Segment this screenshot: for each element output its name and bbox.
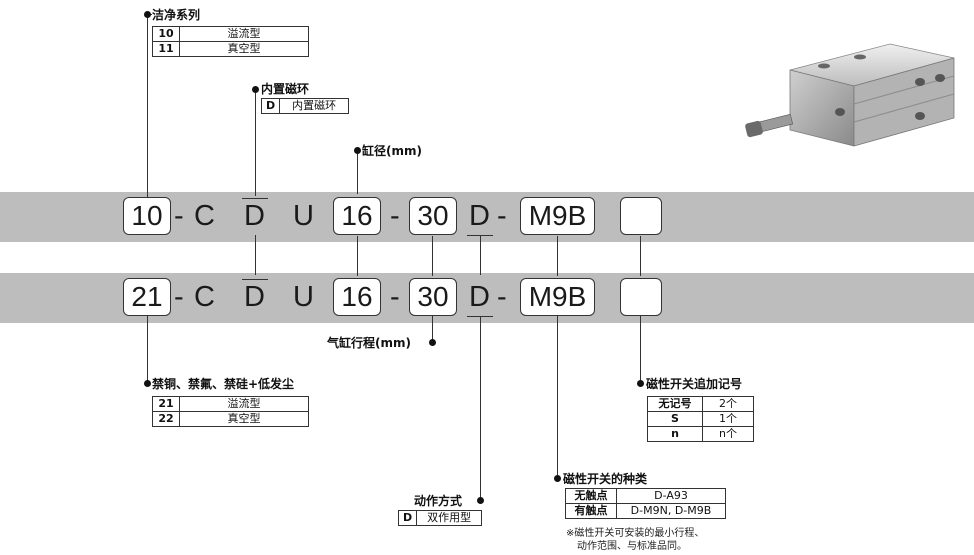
- desc-cell: 溢流型: [179, 26, 309, 42]
- row2-action: D: [469, 281, 490, 313]
- row1-suffix-box: [620, 197, 662, 235]
- bullet-stroke: [429, 339, 436, 346]
- row1-mount: D: [244, 200, 265, 232]
- switch-type-note-2: 动作范围、与标准品同。: [577, 541, 687, 552]
- leader-bore: [357, 150, 358, 194]
- code-cell: 21: [152, 396, 180, 412]
- code-cell: n: [647, 426, 703, 442]
- row1-c: C: [194, 200, 215, 232]
- row2-u: U: [293, 281, 314, 313]
- magnet-title: 内置磁环: [261, 82, 310, 96]
- link-action: [480, 235, 481, 275]
- leader-stroke: [432, 314, 433, 342]
- row1-dash-2: -: [390, 200, 400, 232]
- row1-action: D: [469, 200, 490, 232]
- row1-dash-3: -: [497, 200, 507, 232]
- bullet-suffix: [637, 380, 644, 387]
- action-title: 动作方式: [414, 494, 463, 508]
- row1-dash-1: -: [174, 200, 184, 232]
- row1-series-box: 10: [123, 197, 171, 235]
- code-cell: 22: [152, 411, 180, 427]
- row2-dash-3: -: [497, 281, 507, 313]
- forbid-series-title: 禁铜、禁氟、禁硅+低发尘: [152, 377, 295, 391]
- row2-suffix-box: [620, 278, 662, 316]
- code-cell: 无记号: [647, 396, 703, 412]
- code-cell: 有触点: [565, 503, 617, 519]
- code-cell: D: [397, 510, 418, 526]
- link-switch: [557, 236, 558, 276]
- leader-magnet: [255, 89, 256, 196]
- desc-cell: n个: [702, 426, 754, 442]
- desc-cell: 内置磁环: [279, 98, 350, 114]
- row2-mount: D: [244, 281, 265, 313]
- bar-magnet-1: [242, 198, 268, 199]
- row1-switch-box: M9B: [520, 197, 595, 235]
- row2-dash-1: -: [174, 281, 184, 313]
- bullet-bore: [354, 147, 361, 154]
- row2-dash-2: -: [390, 281, 400, 313]
- leader-action: [480, 316, 481, 500]
- desc-cell: D-M9N, D-M9B: [616, 503, 726, 519]
- bullet-forbid-series: [144, 380, 151, 387]
- stroke-title: 气缸行程(mm): [327, 336, 411, 350]
- code-cell: 11: [152, 41, 180, 57]
- link-stroke: [432, 236, 433, 276]
- desc-cell: 1个: [702, 411, 754, 427]
- bullet-clean-series: [144, 11, 151, 18]
- leader-forbid-series: [147, 314, 148, 383]
- desc-cell: 双作用型: [416, 510, 483, 526]
- code-cell: D: [260, 98, 281, 114]
- link-suffix: [640, 236, 641, 276]
- desc-cell: D-A93: [616, 488, 726, 504]
- bar-magnet-2: [242, 279, 268, 280]
- row1-u: U: [293, 200, 314, 232]
- desc-cell: 真空型: [179, 41, 309, 57]
- bullet-magnet: [252, 86, 259, 93]
- bore-title: 缸径(mm): [362, 144, 422, 158]
- row2-switch-box: M9B: [520, 278, 595, 316]
- bullet-switch: [554, 475, 561, 482]
- leader-switch: [557, 314, 558, 478]
- code-cell: 10: [152, 26, 180, 42]
- clean-series-title: 洁净系列: [152, 8, 201, 22]
- cylinder-product-image: [745, 43, 955, 147]
- row2-stroke-box: 30: [409, 278, 457, 316]
- desc-cell: 2个: [702, 396, 754, 412]
- switch-type-title: 磁性开关的种类: [563, 472, 648, 486]
- desc-cell: 真空型: [179, 411, 309, 427]
- row1-bore-box: 16: [333, 197, 381, 235]
- row1-stroke-box: 30: [409, 197, 457, 235]
- leader-suffix: [640, 314, 641, 383]
- row2-series-box: 21: [123, 278, 171, 316]
- row2-c: C: [194, 281, 215, 313]
- switch-type-note-1: ※磁性开关可安装的最小行程、: [566, 528, 705, 539]
- bullet-action: [477, 497, 484, 504]
- switch-suffix-title: 磁性开关追加记号: [646, 377, 743, 391]
- desc-cell: 溢流型: [179, 396, 309, 412]
- link-bore: [357, 236, 358, 276]
- link-magnet: [255, 235, 256, 275]
- leader-clean-series: [147, 14, 148, 198]
- code-cell: S: [647, 411, 703, 427]
- row2-bore-box: 16: [333, 278, 381, 316]
- code-cell: 无触点: [565, 488, 617, 504]
